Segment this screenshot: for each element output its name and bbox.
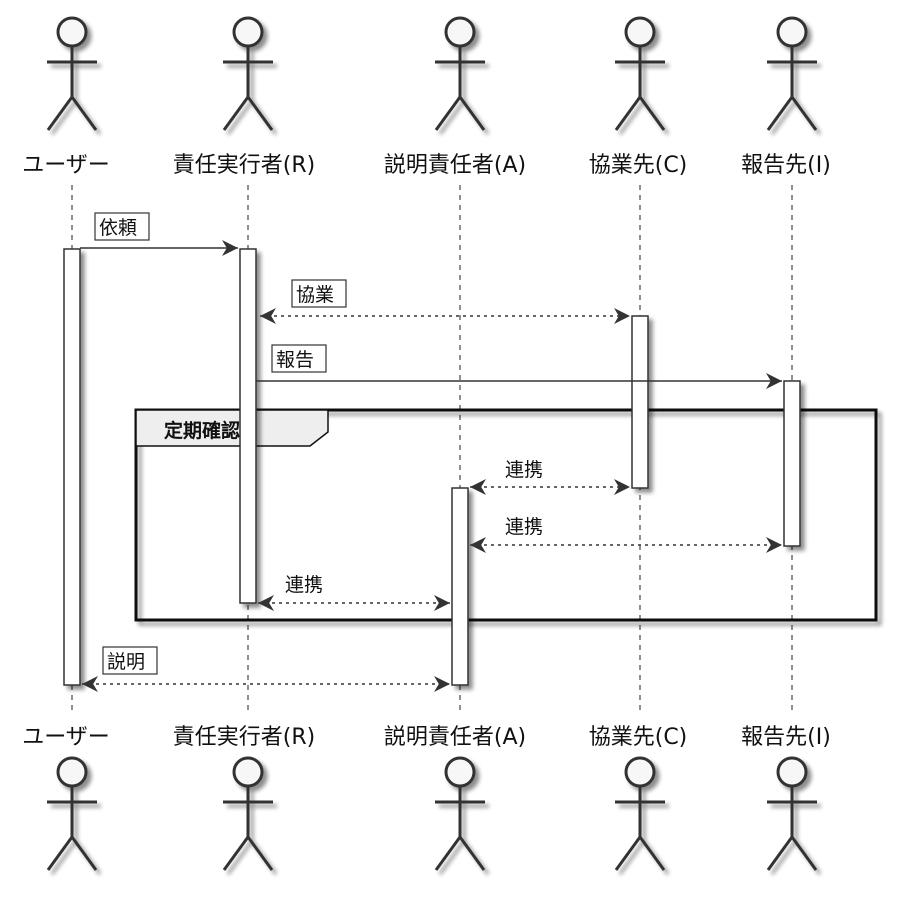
group-box bbox=[134, 408, 878, 622]
actors-bottom: ユーザー 責任実行者(R) 説明責任者(A) 協業先(C) 報告先(I) bbox=[22, 725, 831, 871]
message-label-box-report bbox=[271, 344, 327, 373]
message-label-request: 依頼 bbox=[99, 217, 137, 239]
message-label-explain: 説明 bbox=[107, 651, 145, 673]
actor-label-user-bottom: ユーザー bbox=[22, 725, 110, 750]
actor-user-top bbox=[46, 16, 98, 131]
actor-label-informed-bottom: 報告先(I) bbox=[741, 725, 831, 750]
actor-responsible-top bbox=[222, 16, 274, 131]
stick-figure-icon bbox=[46, 756, 98, 871]
stick-figure-icon bbox=[222, 16, 274, 131]
actor-informed-top bbox=[766, 16, 818, 131]
actor-consulted-bottom bbox=[614, 756, 666, 871]
actor-label-consulted-bottom: 協業先(C) bbox=[589, 725, 688, 750]
stick-figure-icon bbox=[222, 756, 274, 871]
message-label-box-collaborate bbox=[291, 279, 347, 308]
activation-consulted bbox=[631, 315, 649, 489]
group-label: 定期確認 bbox=[164, 419, 240, 442]
actor-informed-bottom bbox=[766, 756, 818, 871]
actor-responsible-bottom bbox=[222, 756, 274, 871]
actor-label-responsible-top: 責任実行者(R) bbox=[173, 153, 315, 178]
message-label-collaborate: 協業 bbox=[296, 284, 334, 306]
stick-figure-icon bbox=[46, 16, 98, 131]
actor-accountable-top bbox=[434, 16, 486, 131]
stick-figure-icon bbox=[434, 756, 486, 871]
activations bbox=[63, 248, 801, 686]
stick-figure-icon bbox=[614, 756, 666, 871]
message-label-link-informed: 連携 bbox=[505, 516, 543, 538]
actor-label-user-top: ユーザー bbox=[22, 153, 110, 178]
activation-responsible bbox=[239, 248, 257, 604]
actor-label-consulted-top: 協業先(C) bbox=[589, 153, 688, 178]
actor-label-accountable-top: 説明責任者(A) bbox=[384, 153, 526, 178]
stick-figure-icon bbox=[434, 16, 486, 131]
actor-user-bottom bbox=[46, 756, 98, 871]
actors-top: ユーザー 責任実行者(R) 説明責任者(A) 協業先(C) 報告先(I) bbox=[22, 16, 831, 178]
activation-informed bbox=[783, 380, 801, 547]
activation-user bbox=[63, 248, 81, 686]
actor-accountable-bottom bbox=[434, 756, 486, 871]
message-label-report: 報告 bbox=[276, 349, 314, 371]
group-label-tab bbox=[135, 409, 329, 447]
actor-label-responsible-bottom: 責任実行者(R) bbox=[173, 725, 315, 750]
stick-figure-icon bbox=[766, 16, 818, 131]
lifelines bbox=[71, 185, 793, 712]
actor-label-accountable-bottom: 説明責任者(A) bbox=[384, 725, 526, 750]
messages: 依頼 協業 報告 連携 連携 連携 説明 bbox=[80, 212, 782, 692]
message-label-box-request bbox=[94, 212, 150, 241]
message-label-link-responsible: 連携 bbox=[285, 574, 323, 596]
actor-label-informed-top: 報告先(I) bbox=[741, 153, 831, 178]
message-label-link-consulted: 連携 bbox=[505, 459, 543, 481]
stick-figure-icon bbox=[614, 16, 666, 131]
activation-accountable bbox=[451, 487, 469, 686]
message-label-box-explain bbox=[102, 646, 158, 675]
stick-figure-icon bbox=[766, 756, 818, 871]
group-frame: 定期確認 bbox=[134, 408, 878, 622]
actor-consulted-top bbox=[614, 16, 666, 131]
